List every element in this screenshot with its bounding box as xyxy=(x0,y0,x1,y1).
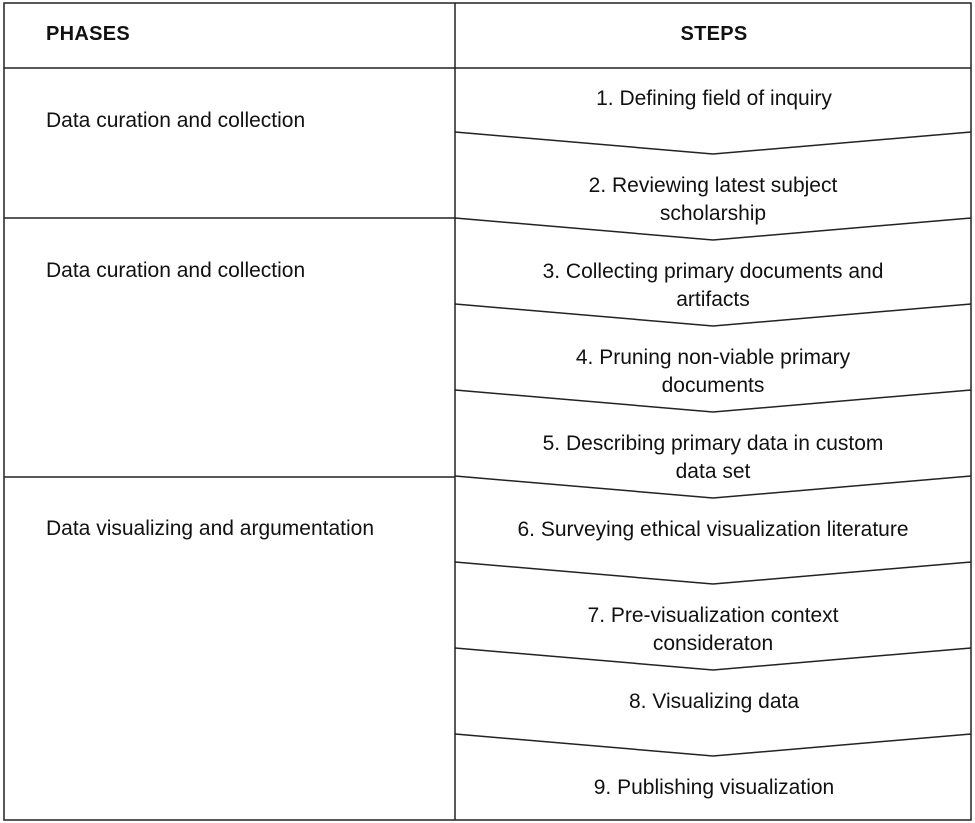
step-chevron-5 xyxy=(454,475,972,499)
step-2: 2. Reviewing latest subject scholarship xyxy=(588,174,838,225)
step-7: 7. Pre-visualization context considerato… xyxy=(587,604,839,655)
phase-label-3: Data visualizing and argumentation xyxy=(46,517,375,540)
step-chevron-6 xyxy=(454,561,972,585)
step-chevron-2 xyxy=(454,217,972,241)
step-6: 6. Surveying ethical visualization liter… xyxy=(517,518,909,541)
step-chevron-4 xyxy=(454,389,972,413)
step-3: 3. Collecting primary documents and arti… xyxy=(542,260,884,311)
step-9: 9. Publishing visualization xyxy=(593,776,835,799)
step-chevron-7 xyxy=(454,647,972,671)
step-1: 1. Defining field of inquiry xyxy=(596,87,832,110)
steps-header: STEPS xyxy=(680,23,748,45)
step-chevron-1 xyxy=(454,131,972,155)
step-8: 8. Visualizing data xyxy=(628,690,800,713)
step-chevron-3 xyxy=(454,303,972,327)
phases-header: PHASES xyxy=(46,23,131,45)
phase-label-1: Data curation and collection xyxy=(46,109,306,132)
step-5: 5. Describing primary data in custom dat… xyxy=(542,432,884,483)
step-4: 4. Pruning non-viable primary documents xyxy=(575,346,851,397)
table-border xyxy=(3,2,972,821)
phase-label-2: Data curation and collection xyxy=(46,259,306,282)
step-chevron-8 xyxy=(454,733,972,757)
